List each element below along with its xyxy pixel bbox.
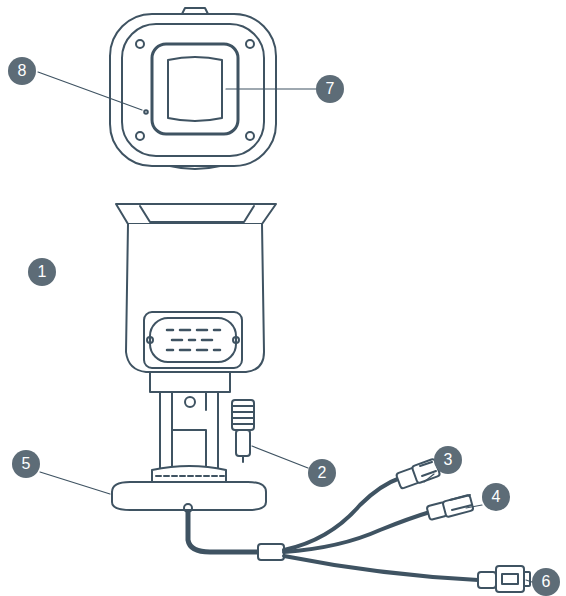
cable-gland (232, 400, 254, 430)
callout-number: 2 (308, 459, 336, 487)
lens (168, 57, 222, 121)
sun-shield (116, 204, 276, 224)
callout-number: 7 (316, 75, 344, 103)
callout-number: 3 (434, 446, 462, 474)
camera-body (126, 224, 264, 372)
front-bezel (122, 24, 264, 156)
lens-window (152, 44, 238, 134)
microphone-hole (144, 110, 148, 114)
callout-number: 1 (28, 258, 56, 286)
callout-number: 4 (482, 483, 510, 511)
speaker-panel (144, 312, 242, 368)
front-housing (110, 14, 276, 166)
leader-lines (38, 72, 532, 582)
network-connector (478, 566, 530, 592)
callout-number: 6 (532, 568, 560, 596)
callout-number: 5 (12, 450, 40, 478)
mount-arm (160, 392, 218, 470)
mount-base (112, 482, 266, 510)
callout-number: 8 (8, 57, 36, 85)
cable (188, 512, 258, 552)
